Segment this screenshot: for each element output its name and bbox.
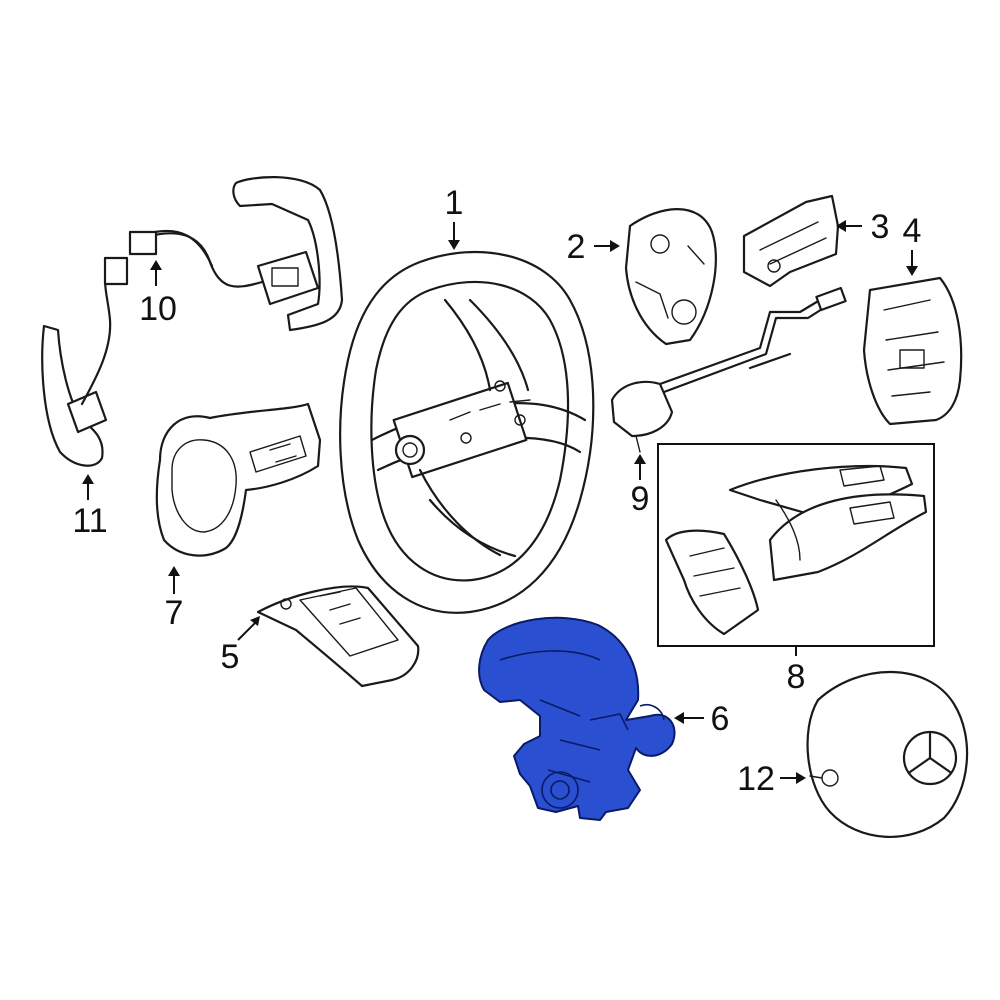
- part-7-switch-housing[interactable]: [155, 402, 322, 557]
- part-6-clock-spring-module[interactable]: [478, 616, 676, 821]
- callout-label-2: 2: [567, 228, 586, 266]
- part-8-switch-panel-set[interactable]: [657, 443, 935, 647]
- callout-11: 11: [72, 474, 108, 540]
- part-12-airbag[interactable]: [806, 670, 969, 838]
- callout-label-9: 9: [631, 480, 650, 518]
- callout-label-11: 11: [72, 502, 107, 540]
- callout-label-8: 8: [787, 658, 806, 696]
- callout-label-12: 12: [737, 760, 775, 798]
- callout-label-4: 4: [903, 212, 922, 250]
- callout-2: 2: [567, 228, 620, 266]
- part-4-control-module[interactable]: [862, 276, 963, 426]
- callout-label-1: 1: [445, 184, 464, 222]
- part-10-trim-with-harness[interactable]: [128, 176, 344, 332]
- callout-7: 7: [165, 566, 184, 632]
- part-11-paddle-shifter[interactable]: [41, 256, 129, 467]
- callout-label-3: 3: [871, 208, 890, 246]
- callout-4: 4: [903, 212, 922, 276]
- callout-12: 12: [737, 760, 806, 798]
- part-3-switch[interactable]: [742, 194, 840, 288]
- callout-10: 10: [139, 260, 177, 328]
- callout-3: 3: [836, 208, 889, 246]
- callout-6: 6: [674, 700, 729, 738]
- callout-8: 8: [787, 646, 806, 696]
- part-5-lower-cover[interactable]: [256, 585, 420, 688]
- callout-label-5: 5: [221, 638, 240, 676]
- callout-label-10: 10: [139, 290, 177, 328]
- callout-label-7: 7: [165, 594, 184, 632]
- callout-9: 9: [631, 454, 650, 518]
- part-1-steering-wheel[interactable]: [339, 250, 595, 614]
- callout-1: 1: [445, 184, 464, 250]
- part-9-stalk-wiring[interactable]: [610, 286, 847, 453]
- part-2-cover-plate[interactable]: [624, 208, 717, 346]
- callout-label-6: 6: [711, 700, 730, 738]
- callout-5: 5: [221, 616, 260, 676]
